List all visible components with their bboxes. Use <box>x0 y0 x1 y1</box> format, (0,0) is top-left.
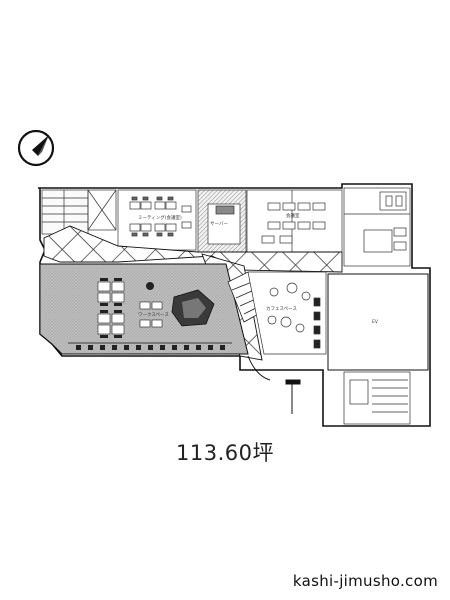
meeting-room-right: 会議室 <box>246 189 343 253</box>
meeting-upper-label: 会議室 <box>286 212 300 219</box>
lounge-label: カフェスペース <box>266 306 297 312</box>
restroom-core <box>343 187 411 267</box>
meeting-room-label: ミーティング(会議室) <box>138 214 182 221</box>
meeting-room-upper: ミーティング(会議室) <box>117 189 197 251</box>
website-watermark: kashi-jimusho.com <box>292 572 438 590</box>
stair-core <box>41 189 117 235</box>
server-room: サーバー <box>197 189 247 253</box>
shaft-label: EV <box>372 319 379 325</box>
work-area: ワークスペース <box>39 263 249 355</box>
lower-stair-core <box>343 371 411 425</box>
entrance-marker <box>247 355 301 414</box>
north-arrow-icon <box>17 129 55 167</box>
lounge-area: カフェスペース <box>247 271 327 355</box>
workspace-label: ワークスペース <box>138 312 169 318</box>
floor-area-label: 113.60坪 <box>176 441 274 465</box>
building-outline <box>38 183 431 427</box>
open-room-right: EV <box>327 273 429 371</box>
server-room-label: サーバー <box>210 221 228 227</box>
